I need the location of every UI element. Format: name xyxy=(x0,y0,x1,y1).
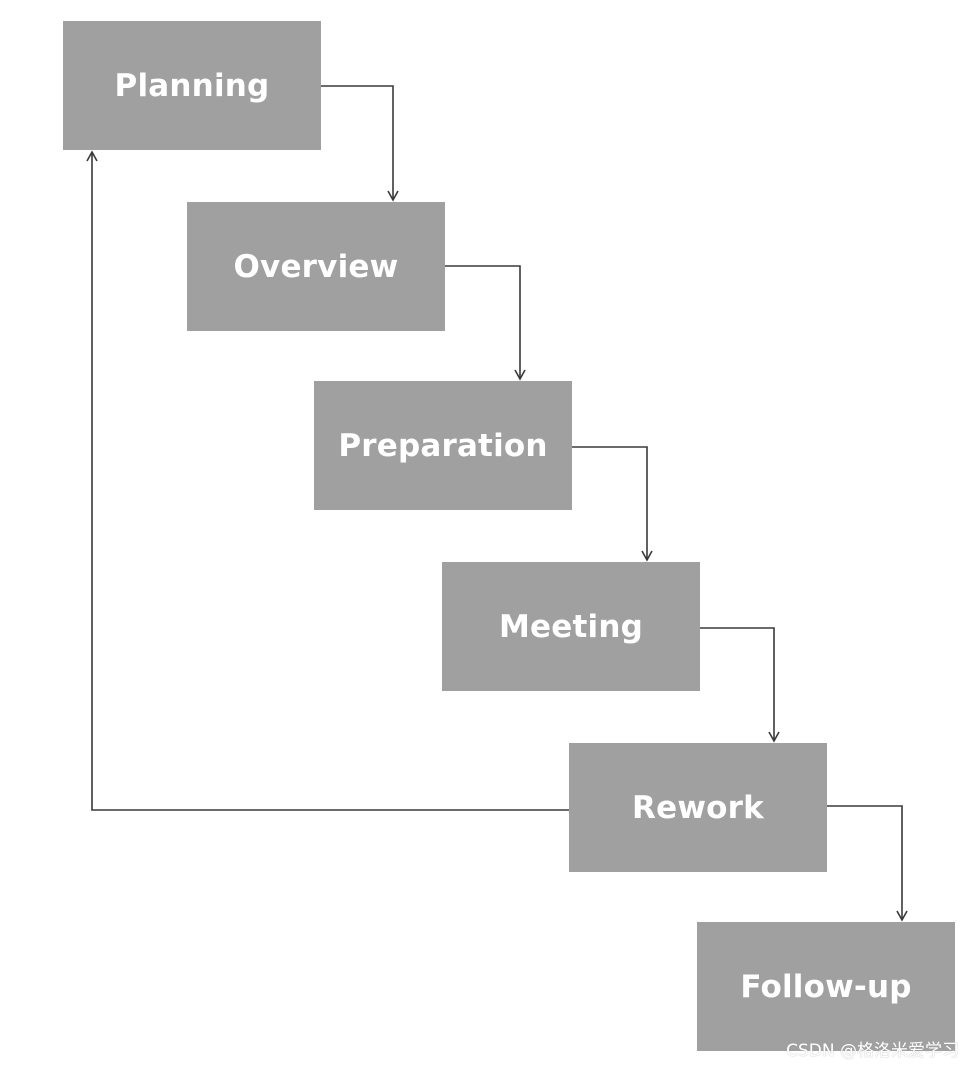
step-label-meeting: Meeting xyxy=(498,608,643,645)
connector-planning-overview xyxy=(321,85,394,199)
arrowhead-rework xyxy=(768,731,780,743)
arrowhead-meeting xyxy=(641,550,653,562)
step-label-planning: Planning xyxy=(114,67,270,104)
connector-rework-planning xyxy=(91,153,569,811)
step-preparation: Preparation xyxy=(314,381,572,510)
step-planning: Planning xyxy=(63,21,321,150)
step-rework: Rework xyxy=(569,743,827,872)
connector-preparation-meeting xyxy=(572,446,648,559)
arrowhead-followup xyxy=(896,910,908,922)
watermark-text: CSDN @格洛米爱学习 xyxy=(786,1041,959,1061)
connector-meeting-rework xyxy=(700,627,775,740)
step-meeting: Meeting xyxy=(442,562,700,691)
step-follow-up: Follow-up xyxy=(697,922,955,1051)
step-label-rework: Rework xyxy=(632,789,764,826)
arrowhead-preparation xyxy=(514,369,526,381)
connector-overview-preparation xyxy=(445,265,521,378)
step-overview: Overview xyxy=(187,202,445,331)
arrowhead-overview xyxy=(387,190,399,202)
step-label-overview: Overview xyxy=(233,248,399,285)
arrowhead-planning xyxy=(86,150,98,162)
step-label-preparation: Preparation xyxy=(338,427,548,464)
connector-rework-followup xyxy=(827,805,903,919)
step-label-follow-up: Follow-up xyxy=(740,968,912,1005)
